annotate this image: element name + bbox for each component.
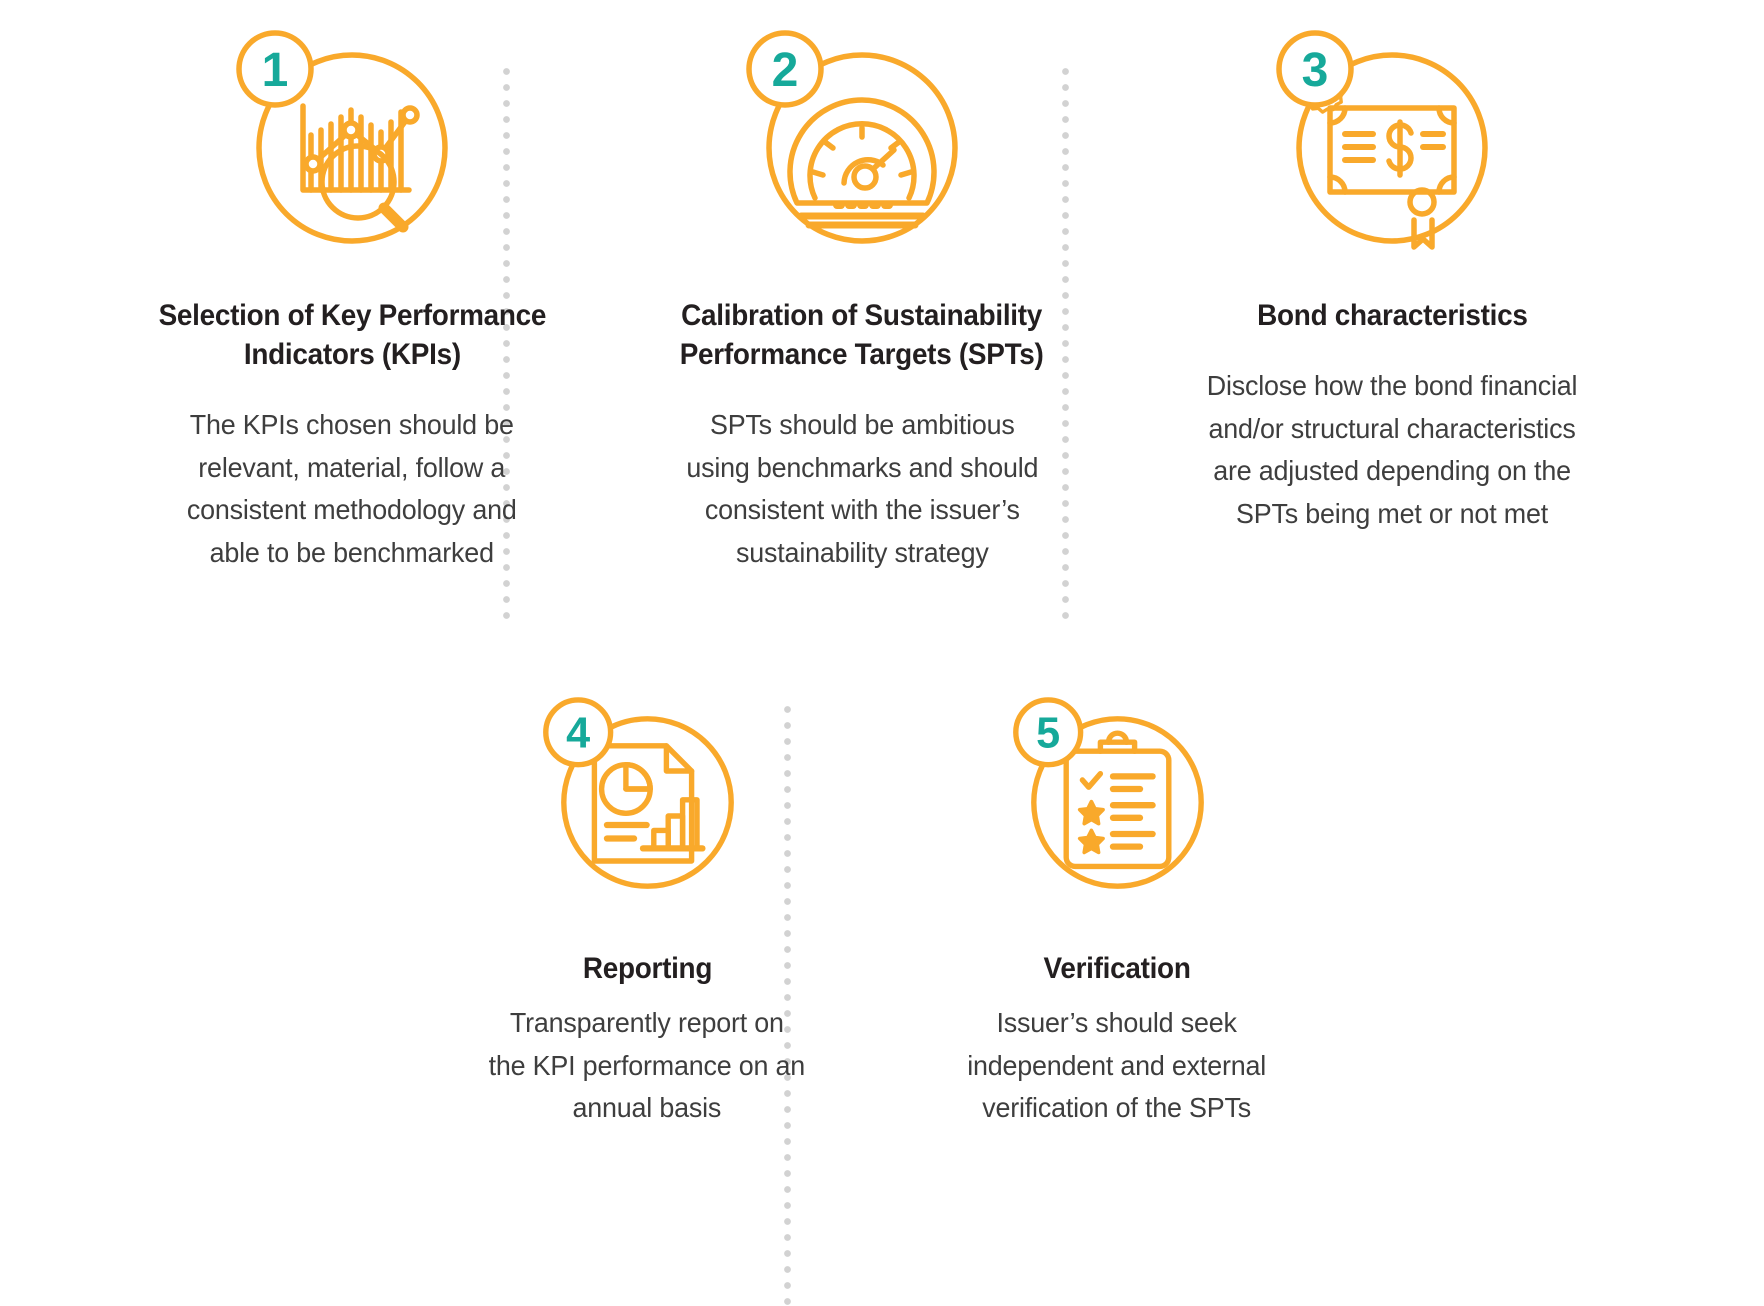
body-line: annual basis <box>572 1092 722 1124</box>
body-line: the KPI performance on an <box>488 1049 806 1081</box>
step-number-5: 5 <box>1036 710 1060 758</box>
step-heading-3: Bond characteristics <box>1256 296 1528 335</box>
step-number-4: 4 <box>566 710 590 758</box>
kpi-chart-magnifier-icon: 1 <box>227 20 477 270</box>
body-line: consistent methodology and <box>187 494 517 526</box>
step-card-3: 3 Bond characteristics Disclose how the … <box>1122 20 1662 535</box>
body-line: SPTs being met or not met <box>1236 497 1548 529</box>
body-line: and/or structural characteristics <box>1208 412 1576 444</box>
body-line: Disclose how the bond financial <box>1206 370 1578 401</box>
steps-row-top: 1 Selection of Key Performance Indicator… <box>0 20 1764 574</box>
column-divider-2 <box>1062 68 1069 620</box>
heading-line: Selection of Key Performance <box>158 299 546 332</box>
body-line: able to be benchmarked <box>209 536 495 568</box>
column-divider-3 <box>784 706 791 1306</box>
step-heading-2: Calibration of Sustainability Performanc… <box>680 296 1044 374</box>
body-line: using benchmarks and should <box>686 451 1038 483</box>
step-body-3: Disclose how the bond financial and/or s… <box>1207 365 1578 535</box>
body-line: sustainability strategy <box>735 536 989 568</box>
column-divider-1 <box>503 68 510 620</box>
step-body-1: The KPIs chosen should be relevant, mate… <box>187 404 517 574</box>
body-line: are adjusted depending on the <box>1213 455 1571 487</box>
step-card-4: 4 Reporting Transparently report on the … <box>412 690 882 1130</box>
step-body-5: Issuer’s should seek independent and ext… <box>968 1002 1267 1130</box>
step-card-1: 1 Selection of Key Performance Indicator… <box>102 20 602 574</box>
step-card-2: 2 Calibration of Sustainability Performa… <box>602 20 1122 574</box>
heading-line: Reporting <box>582 952 712 985</box>
step-card-5: 5 Verification Issuer’s should seek inde… <box>882 690 1352 1130</box>
steps-row-bottom: 4 Reporting Transparently report on the … <box>0 690 1764 1130</box>
step-number-3: 3 <box>1302 44 1329 97</box>
step-body-2: SPTs should be ambitious using benchmark… <box>686 404 1038 574</box>
clipboard-checklist-icon: 5 <box>1005 690 1230 915</box>
step-body-4: Transparently report on the KPI performa… <box>488 1002 806 1130</box>
speedometer-gauge-icon: 2 <box>737 20 987 270</box>
heading-line: Indicators (KPIs) <box>243 338 461 371</box>
body-line: independent and external <box>967 1049 1267 1081</box>
step-heading-5: Verification <box>1043 949 1190 988</box>
body-line: Issuer’s should seek <box>996 1007 1238 1038</box>
report-document-charts-icon: 4 <box>535 690 760 915</box>
step-number-1: 1 <box>262 44 289 97</box>
body-line: relevant, material, follow a <box>198 451 506 483</box>
heading-line: Bond characteristics <box>1256 299 1528 332</box>
bond-certificate-seal-icon: 3 <box>1267 20 1517 270</box>
body-line: verification of the SPTs <box>982 1092 1252 1124</box>
heading-line: Verification <box>1043 952 1191 985</box>
body-line: The KPIs chosen should be <box>190 409 514 440</box>
step-heading-4: Reporting <box>582 949 712 988</box>
step-number-2: 2 <box>772 44 799 97</box>
body-line: Transparently report on <box>510 1007 784 1038</box>
body-line: consistent with the issuer’s <box>704 494 1020 526</box>
heading-line: Calibration of Sustainability <box>681 299 1043 332</box>
body-line: SPTs should be ambitious <box>709 409 1015 440</box>
step-heading-1: Selection of Key Performance Indicators … <box>158 296 546 374</box>
heading-line: Performance Targets (SPTs) <box>680 338 1044 371</box>
